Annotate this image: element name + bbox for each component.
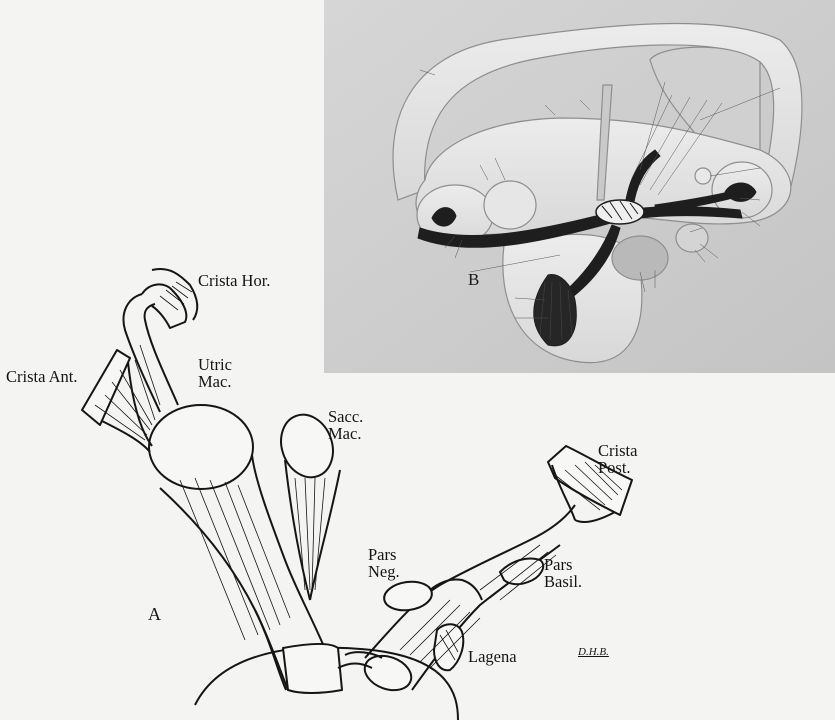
pars-basilaris (500, 559, 543, 585)
artist-signature: D.H.B. (578, 644, 609, 661)
label-crista-hor: Crista Hor. (198, 272, 270, 289)
label-crista-post: Crista Post. (598, 442, 637, 476)
pars-neglecta (382, 579, 433, 613)
label-crista-ant: Crista Ant. (6, 368, 78, 385)
lagena (434, 624, 463, 670)
label-utric-mac: Utric Mac. (198, 356, 232, 390)
label-pars-basil: Pars Basil. (544, 556, 582, 590)
label-pars-neg: Pars Neg. (368, 546, 400, 580)
label-lagena: Lagena (468, 648, 517, 665)
label-sacc-mac: Sacc. Mac. (328, 408, 363, 442)
crista-hor (142, 269, 197, 328)
crista-ant (82, 350, 130, 425)
crista-hor-stalk (124, 294, 178, 412)
panel-a-label: A (148, 606, 161, 623)
utricular-macula (149, 405, 253, 489)
